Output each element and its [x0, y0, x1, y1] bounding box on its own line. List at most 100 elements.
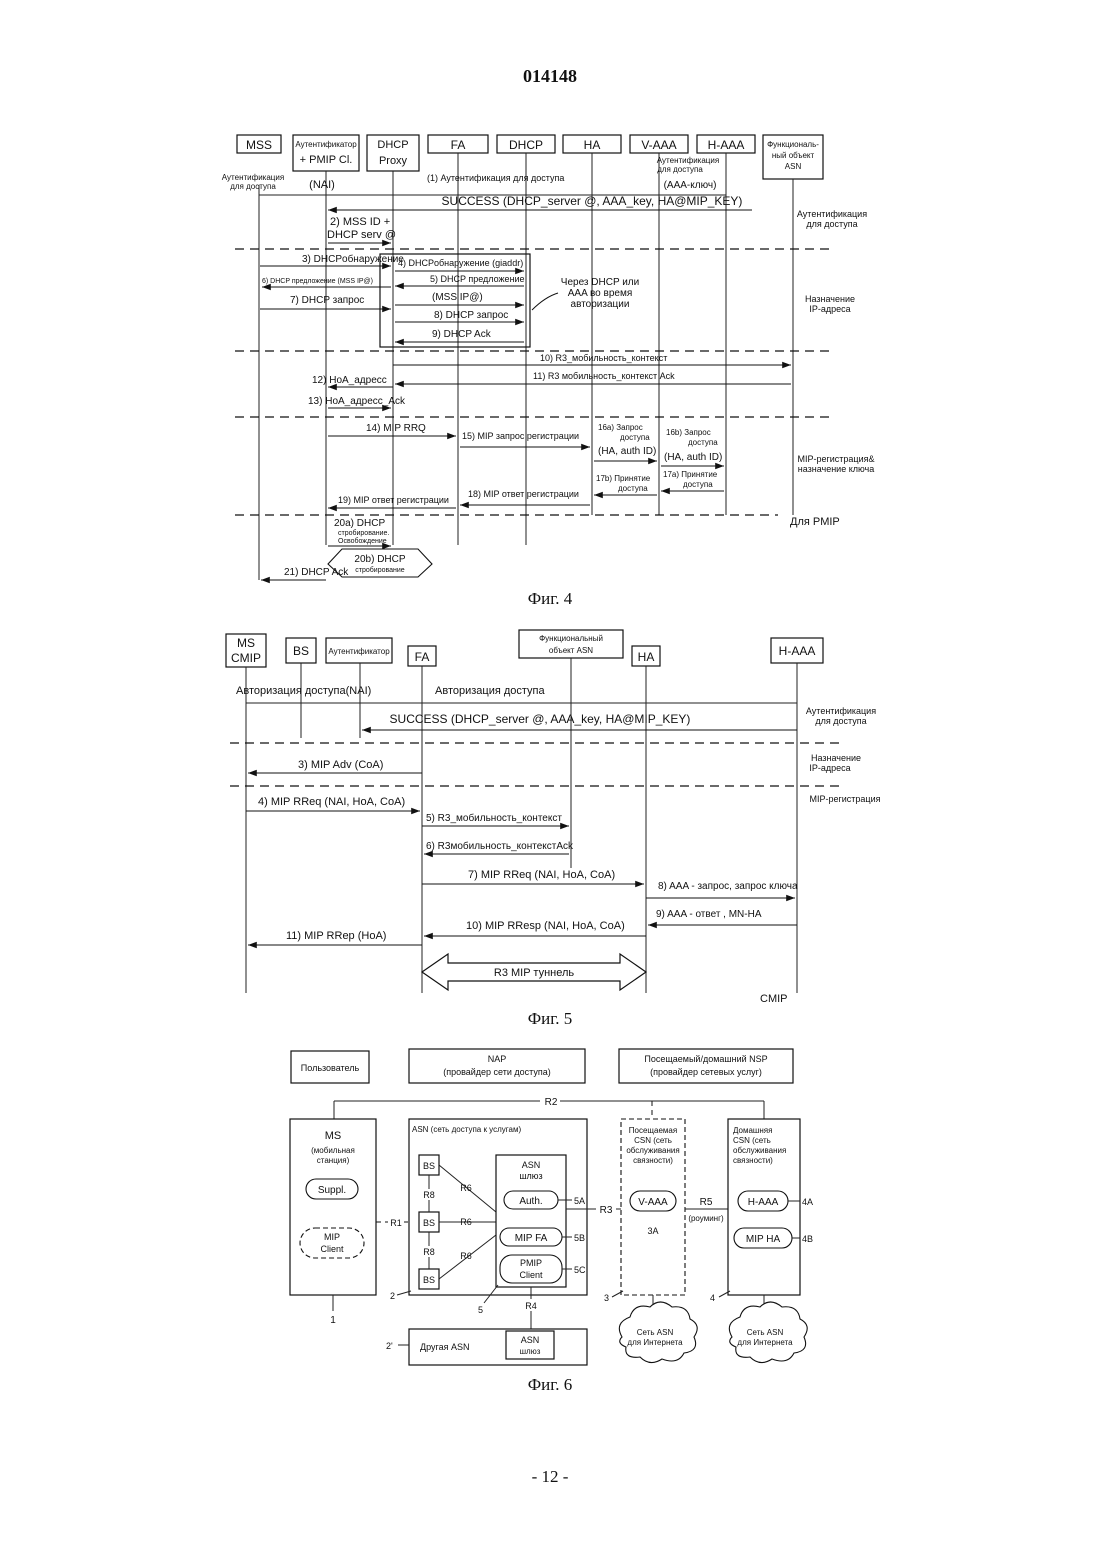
svg-text:(мобильная: (мобильная — [311, 1146, 355, 1155]
fig4-msg-2a: 2) MSS ID + — [330, 216, 390, 228]
fig4-note-auth-mss-2: для доступа — [230, 182, 276, 191]
fig5-entity-ha: HA — [632, 646, 660, 666]
svg-text:2': 2' — [386, 1341, 393, 1351]
fig4-entity-mss: MSS — [237, 135, 281, 153]
svg-text:Auth.: Auth. — [519, 1196, 542, 1207]
fig6-nap-box: NAP (провайдер сети доступа) — [409, 1049, 585, 1083]
svg-text:Proxy: Proxy — [379, 155, 408, 167]
svg-text:5C: 5C — [574, 1265, 586, 1275]
svg-text:Аутентификатор: Аутентификатор — [295, 140, 357, 149]
fig5-phase-auth-2: для доступа — [815, 716, 866, 726]
svg-text:Сеть ASN: Сеть ASN — [747, 1328, 784, 1337]
svg-text:ASN: ASN — [785, 162, 802, 171]
fig4-note-via-dhcp-2: AAA во время — [568, 288, 633, 299]
fig5-msg-3: 3) MIP Adv (CoA) — [298, 759, 383, 771]
fig4-msg-17a-1: 17a) Принятие — [663, 470, 718, 479]
svg-text:ASN (сеть доступа к услугам): ASN (сеть доступа к услугам) — [412, 1125, 521, 1134]
svg-text:FA: FA — [415, 650, 430, 664]
fig5-entity-fa: FA — [408, 646, 436, 666]
svg-text:обслуживания: обслуживания — [626, 1146, 679, 1155]
svg-text:4B: 4B — [802, 1234, 813, 1244]
fig4-phase-auth-2: для доступа — [806, 219, 857, 229]
fig4-note-auth-vaaa-1: Аутентификация — [657, 156, 719, 165]
svg-text:ный объект: ный объект — [772, 151, 815, 160]
fig4-msg-12: 12) HoA_адресс — [312, 375, 387, 386]
svg-text:5A: 5A — [574, 1196, 585, 1206]
svg-text:Функциональный: Функциональный — [539, 634, 603, 643]
fig4-msg-16a-1: 16a) Запрос — [598, 423, 643, 432]
fig6-num-2: 2 — [390, 1291, 395, 1301]
fig4-msg-19: 19) MIP ответ регистрации — [338, 495, 449, 505]
fig4-msg-20a-3: Освобождение — [338, 537, 387, 545]
svg-text:CSN (сеть: CSN (сеть — [634, 1136, 672, 1145]
svg-text:CMIP: CMIP — [231, 651, 261, 665]
fig5-msg-auth-right: Авторизация доступа — [435, 685, 546, 697]
fig4-entity-dhcp-proxy: DHCP Proxy — [367, 135, 419, 171]
figure-6-network-diagram: Пользователь NAP (провайдер сети доступа… — [0, 1045, 1100, 1375]
svg-text:Посещаемая: Посещаемая — [629, 1126, 677, 1135]
svg-text:R6: R6 — [460, 1217, 472, 1227]
fig5-entity-asn-function: Функциональный объект ASN — [519, 630, 623, 658]
svg-text:3A: 3A — [647, 1226, 658, 1236]
fig4-phase-ip-1: Назначение — [805, 294, 855, 304]
svg-text:Client: Client — [320, 1244, 344, 1254]
fig4-msg-20b-1: 20b) DHCP — [354, 554, 405, 565]
svg-text:для Интернета: для Интернета — [627, 1338, 683, 1347]
fig4-msg-16b-1: 16b) Запрос — [666, 428, 711, 437]
svg-text:5B: 5B — [574, 1233, 585, 1243]
fig4-entity-fa: FA — [428, 135, 488, 153]
fig4-msg-18: 18) MIP ответ регистрации — [468, 489, 579, 499]
svg-text:V-AAA: V-AAA — [641, 138, 676, 152]
fig6-user-box: Пользователь — [291, 1051, 369, 1083]
fig6-ref-roaming: (роуминг) — [688, 1214, 724, 1223]
svg-text:NAP: NAP — [488, 1054, 507, 1064]
fig4-msg-5: 5) DHCP предложение — [430, 274, 525, 284]
svg-text:BS: BS — [293, 644, 309, 658]
fig5-msg-11: 11) MIP RRep (HoA) — [286, 930, 386, 942]
fig5-tunnel-label: R3 MIP туннель — [494, 967, 575, 979]
svg-text:R8: R8 — [423, 1247, 435, 1257]
fig4-msg-1: (1) Аутентификация для доступа — [427, 173, 564, 183]
svg-text:HA: HA — [584, 138, 601, 152]
svg-text:MS: MS — [237, 636, 255, 650]
svg-text:BS: BS — [423, 1218, 435, 1228]
fig6-ms-box: MS (мобильная станция) Suppl. MIP Client… — [290, 1119, 376, 1326]
fig4-phase-pmip: Для PMIP — [790, 516, 840, 528]
fig4-msg-2b: DHCP serv @ — [327, 229, 396, 241]
svg-text:5: 5 — [478, 1305, 483, 1315]
svg-text:Сеть ASN: Сеть ASN — [637, 1328, 674, 1337]
fig4-phase-mip-2: назначение ключа — [798, 464, 875, 474]
svg-text:BS: BS — [423, 1161, 435, 1171]
svg-text:3: 3 — [604, 1293, 609, 1303]
fig6-bs-stack: BS BS BS R8 R8 — [419, 1155, 439, 1289]
svg-text:(провайдер сети доступа): (провайдер сети доступа) — [443, 1067, 551, 1077]
svg-text:(провайдер сетевых услуг): (провайдер сетевых услуг) — [650, 1067, 762, 1077]
fig4-msg-4: 4) DHCPобнаружение (giaddr) — [398, 258, 523, 268]
fig5-phase-mip: MIP-регистрация — [809, 794, 880, 804]
fig4-msg-8: 8) DHCP запрос — [434, 310, 508, 321]
fig4-msg-17a-2: доступа — [683, 480, 713, 489]
fig4-phase-ip-2: IP-адреса — [809, 304, 850, 314]
svg-text:PMIP: PMIP — [520, 1258, 542, 1268]
svg-text:HA: HA — [638, 650, 655, 664]
fig4-msg-20a-2: стробирование. — [338, 529, 389, 537]
svg-text:шлюз: шлюз — [519, 1171, 542, 1181]
figure-4-sequence-diagram: MSS Аутентификатор + PMIP Cl. DHCP Proxy… — [0, 125, 1100, 585]
fig4-entity-ha: HA — [563, 135, 621, 153]
fig4-msg-16a-2: доступа — [620, 433, 650, 442]
fig4-msg-16a-3: (HA, auth ID) — [598, 446, 656, 457]
svg-text:DHCP: DHCP — [509, 138, 543, 152]
fig4-note-nai: (NAI) — [309, 179, 335, 191]
svg-text:1: 1 — [330, 1315, 336, 1326]
fig4-phase-auth-1: Аутентификация — [797, 209, 867, 219]
svg-text:Функциональ-: Функциональ- — [767, 140, 819, 149]
svg-text:MS: MS — [325, 1130, 342, 1142]
fig5-msg-9: 9) AAA - ответ , MN-HA — [656, 909, 762, 920]
svg-text:H-AAA: H-AAA — [748, 1197, 779, 1208]
fig4-note-auth-mss-1: Аутентификация — [222, 173, 284, 182]
fig5-entity-bs: BS — [286, 638, 316, 663]
fig5-msg-8: 8) AAA - запрос, запрос ключа — [658, 881, 798, 892]
fig5-phase-auth-1: Аутентификация — [806, 706, 876, 716]
fig4-msg-15: 15) MIP запрос регистрации — [462, 431, 579, 441]
fig4-msg-17b-2: доступа — [618, 484, 648, 493]
